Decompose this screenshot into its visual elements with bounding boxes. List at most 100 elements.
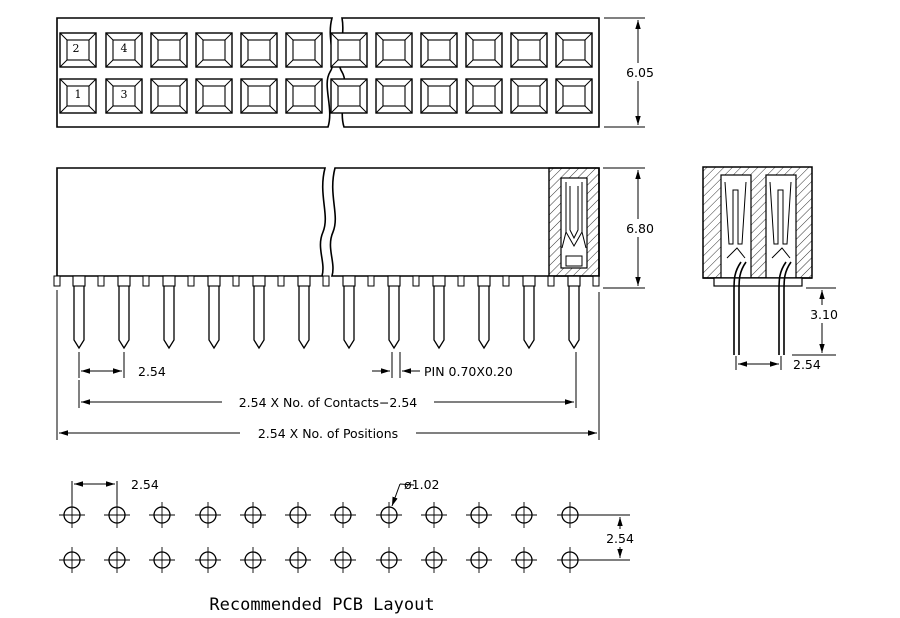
pcb-hole-r1-c1 — [59, 502, 85, 528]
pcb-hole-r2-c12 — [557, 547, 583, 573]
pcb-hole-r2-c9 — [421, 547, 447, 573]
pad-label-1: 1 — [75, 88, 82, 101]
cavity-top-row-11 — [510, 32, 548, 68]
hole-leader — [399, 483, 415, 486]
standoff-11 — [502, 275, 510, 287]
cavity-bottom-row-1 — [59, 78, 97, 114]
pin-11 — [523, 276, 535, 350]
cavity-top-row-12 — [555, 32, 593, 68]
cavity-top-row-3 — [150, 32, 188, 68]
pad-label-4: 4 — [121, 42, 128, 55]
pcb-hole-r1-c3 — [149, 502, 175, 528]
pcb-hole-r2-c3 — [149, 547, 175, 573]
top-pad-grid — [59, 32, 593, 114]
cavity-top-row-4 — [195, 32, 233, 68]
standoff-2 — [97, 275, 105, 287]
pin-7 — [343, 276, 355, 350]
cavity-top-row-1 — [59, 32, 97, 68]
standoff-12 — [547, 275, 555, 287]
pin-shoulder-2 — [117, 275, 131, 287]
cavity-bottom-row-2 — [105, 78, 143, 114]
pcb-hole-r2-c7 — [330, 547, 356, 573]
standoff-1 — [53, 275, 61, 287]
side-pin-row — [53, 275, 600, 350]
cavity-top-row-7 — [330, 32, 368, 68]
cavity-bottom-row-12 — [555, 78, 593, 114]
pin-shoulder-8 — [387, 275, 401, 287]
standoff-3 — [142, 275, 150, 287]
pin-10 — [478, 276, 490, 350]
cavity-top-row-2 — [105, 32, 143, 68]
pin-8 — [388, 276, 400, 350]
standoff-13 — [592, 275, 600, 287]
pcb-hole-r1-c5 — [240, 502, 266, 528]
pcb-hole-r1-c7 — [330, 502, 356, 528]
pin-shoulder-1 — [72, 275, 86, 287]
cavity-top-row-6 — [285, 32, 323, 68]
pin-shoulder-12 — [567, 275, 581, 287]
pcb-row-pitch-dim: 2.54 — [606, 531, 634, 546]
contacts-dim: 2.54 X No. of Contacts−2.54 — [239, 395, 418, 410]
cavity-bottom-row-7 — [330, 78, 368, 114]
pcb-hole-r1-c8 — [376, 502, 402, 528]
pcb-hole-r1-c10 — [466, 502, 492, 528]
pin-3 — [163, 276, 175, 350]
pin-1 — [73, 276, 85, 350]
standoff-10 — [457, 275, 465, 287]
pcb-hole-r2-c6 — [285, 547, 311, 573]
cavity-top-row-8 — [375, 32, 413, 68]
standoff-8 — [367, 275, 375, 287]
top-view: 2 4 1 3 6.05 — [56, 17, 658, 128]
cavity-top-row-10 — [465, 32, 503, 68]
pcb-hole-r2-c2 — [104, 547, 130, 573]
pin-4 — [208, 276, 220, 350]
pin-shoulder-11 — [522, 275, 536, 287]
end-row-pitch-dim: 2.54 — [793, 357, 821, 372]
cavity-bottom-row-6 — [285, 78, 323, 114]
pcb-hole-r2-c5 — [240, 547, 266, 573]
cavity-bottom-row-10 — [465, 78, 503, 114]
tail-length-dim: 3.10 — [810, 307, 838, 322]
pin-shoulder-9 — [432, 275, 446, 287]
pin-shoulder-3 — [162, 275, 176, 287]
pin-shoulder-10 — [477, 275, 491, 287]
cavity-bottom-row-9 — [420, 78, 458, 114]
pcb-hole-r2-c1 — [59, 547, 85, 573]
cavity-bottom-row-5 — [240, 78, 278, 114]
cavity-bottom-row-11 — [510, 78, 548, 114]
pcb-hole-r2-c10 — [466, 547, 492, 573]
cavity-bottom-row-4 — [195, 78, 233, 114]
pin-shoulder-6 — [297, 275, 311, 287]
pin-size-dim: PIN 0.70X0.20 — [424, 364, 513, 379]
side-view: 6.80 2.54 PIN 0.70X0.20 2.54 X No. of Co… — [53, 167, 658, 442]
cavity-top-row-9 — [420, 32, 458, 68]
pin-shoulder-7 — [342, 275, 356, 287]
pin-5 — [253, 276, 265, 350]
cavity-top-row-5 — [240, 32, 278, 68]
pad-label-2: 2 — [73, 42, 80, 55]
positions-dim: 2.54 X No. of Positions — [258, 426, 398, 441]
hole-diameter-dim: ø1.02 — [404, 477, 439, 492]
pin-6 — [298, 276, 310, 350]
standoff-5 — [232, 275, 240, 287]
pin-2 — [118, 276, 130, 350]
standoff-7 — [322, 275, 330, 287]
pcb-hole-r1-c2 — [104, 502, 130, 528]
pcb-hole-r2-c4 — [195, 547, 221, 573]
standoff-6 — [277, 275, 285, 287]
pcb-caption: Recommended PCB Layout — [209, 595, 434, 615]
side-pitch-dim: 2.54 — [138, 364, 166, 379]
top-height-dim: 6.05 — [626, 65, 654, 80]
cavity-bottom-row-8 — [375, 78, 413, 114]
pcb-hole-grid — [59, 502, 583, 573]
pin-shoulder-5 — [252, 275, 266, 287]
pcb-hole-r2-c11 — [511, 547, 537, 573]
standoff-4 — [187, 275, 195, 287]
pcb-layout: 2.54 ø1.02 2.54 Recommended PCB Layout — [59, 477, 640, 615]
pcb-pitch-dim: 2.54 — [131, 477, 159, 492]
cavity-bottom-row-3 — [150, 78, 188, 114]
pcb-hole-r2-c8 — [376, 547, 402, 573]
pcb-hole-r1-c4 — [195, 502, 221, 528]
pcb-hole-r1-c11 — [511, 502, 537, 528]
